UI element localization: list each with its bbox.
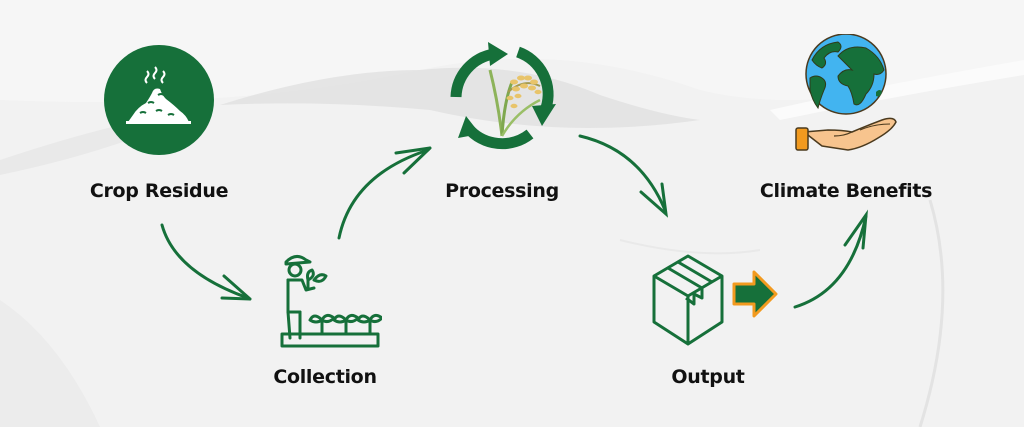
step-label: Processing [445,180,559,202]
globe-hand-icon [795,34,897,151]
step-label: Collection [273,366,377,388]
step-label: Climate Benefits [759,180,933,202]
arrow-processing-to-output [578,134,669,218]
farmer-plants-icon [280,255,382,348]
recycle-rice-icon [450,42,556,150]
step-label: Crop Residue [89,180,229,202]
arrow-output-to-climate-benefits [793,209,869,309]
box-arrow-icon [652,254,778,346]
step-label: Output [671,366,745,388]
compost-pile-icon [104,45,214,155]
arrow-collection-to-processing [337,146,432,240]
arrow-crop-residue-to-collection [160,223,252,301]
